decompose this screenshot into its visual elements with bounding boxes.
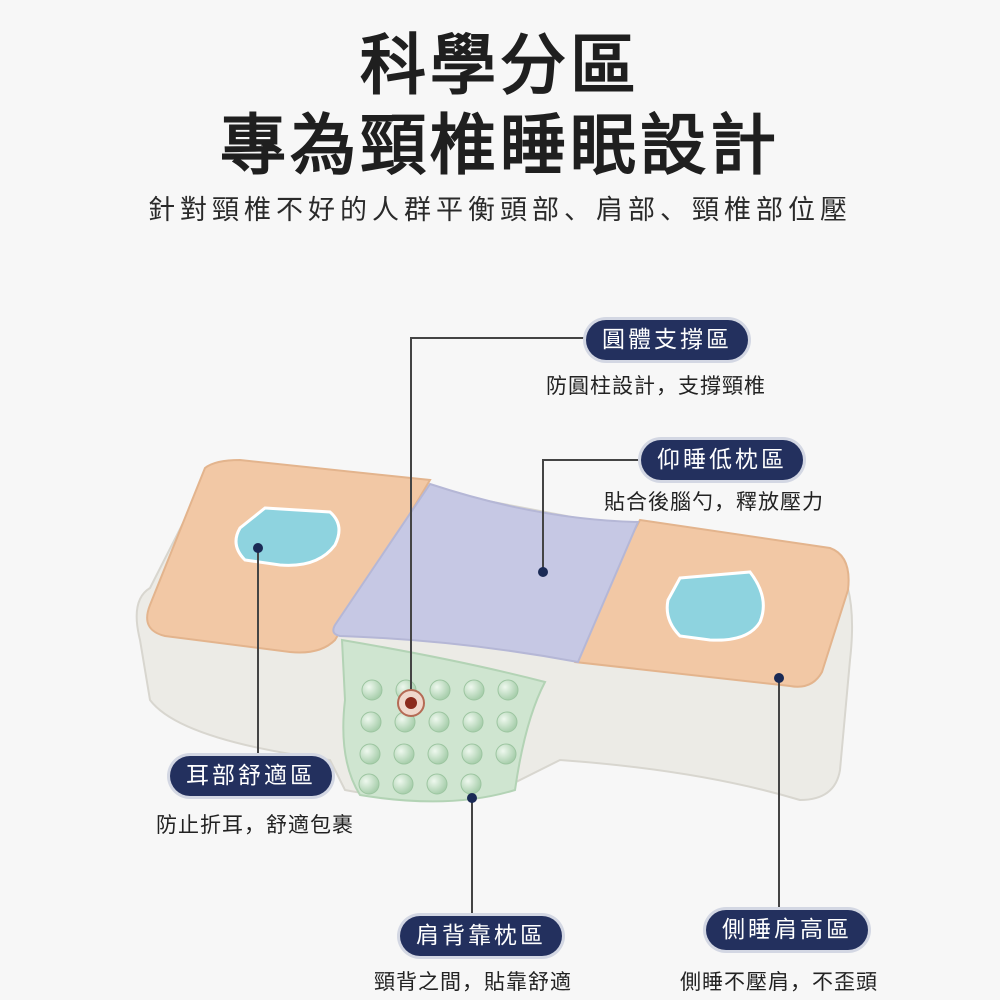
headline-line-2: 專為頸椎睡眠設計 — [220, 107, 780, 184]
leader-line-round-support — [410, 337, 586, 703]
lavender-center — [332, 482, 640, 664]
desc-side-shoulder: 側睡不壓肩，不歪頭 — [680, 970, 878, 994]
marker-ear-comfort — [253, 543, 263, 553]
desc-ear-comfort: 防止折耳，舒適包裹 — [156, 813, 354, 837]
marker-supine-low — [538, 567, 548, 577]
massage-nub — [496, 711, 518, 733]
massage-nub — [460, 773, 482, 795]
massage-nub — [463, 679, 485, 701]
massage-nub — [495, 743, 517, 765]
massage-nub — [358, 773, 380, 795]
desc-neck-back: 頸背之間，貼靠舒適 — [374, 970, 572, 994]
label-supine-low: 仰睡低枕區 — [641, 440, 803, 480]
massage-nub — [426, 773, 448, 795]
massage-nub — [361, 679, 383, 701]
massage-nub — [461, 743, 483, 765]
marker-neck-back — [467, 793, 477, 803]
label-side-shoulder: 側睡肩高區 — [706, 910, 868, 950]
right-ice-pad — [665, 570, 765, 642]
desc-round-support: 防圓柱設計，支撐頸椎 — [546, 374, 766, 398]
massage-nub — [429, 679, 451, 701]
label-round-support: 圓體支撐區 — [586, 320, 748, 360]
marker-side-shoulder — [774, 673, 784, 683]
massage-nub — [462, 711, 484, 733]
massage-nub — [360, 711, 382, 733]
label-ear-comfort: 耳部舒適區 — [170, 756, 332, 796]
label-neck-back: 肩背靠枕區 — [400, 916, 562, 956]
massage-nub — [497, 679, 519, 701]
massage-nub — [359, 743, 381, 765]
massage-nub — [393, 743, 415, 765]
subtitle: 針對頸椎不好的人群平衡頭部、肩部、頸椎部位壓 — [148, 195, 852, 226]
massage-nub — [427, 743, 449, 765]
desc-supine-low: 貼合後腦勺，釋放壓力 — [604, 490, 824, 514]
massage-nub — [428, 711, 450, 733]
headline-line-1: 科學分區 — [360, 27, 640, 104]
leader-line-supine-low — [542, 459, 641, 572]
massage-nub — [392, 773, 414, 795]
marker-round-support-dot — [405, 697, 417, 709]
